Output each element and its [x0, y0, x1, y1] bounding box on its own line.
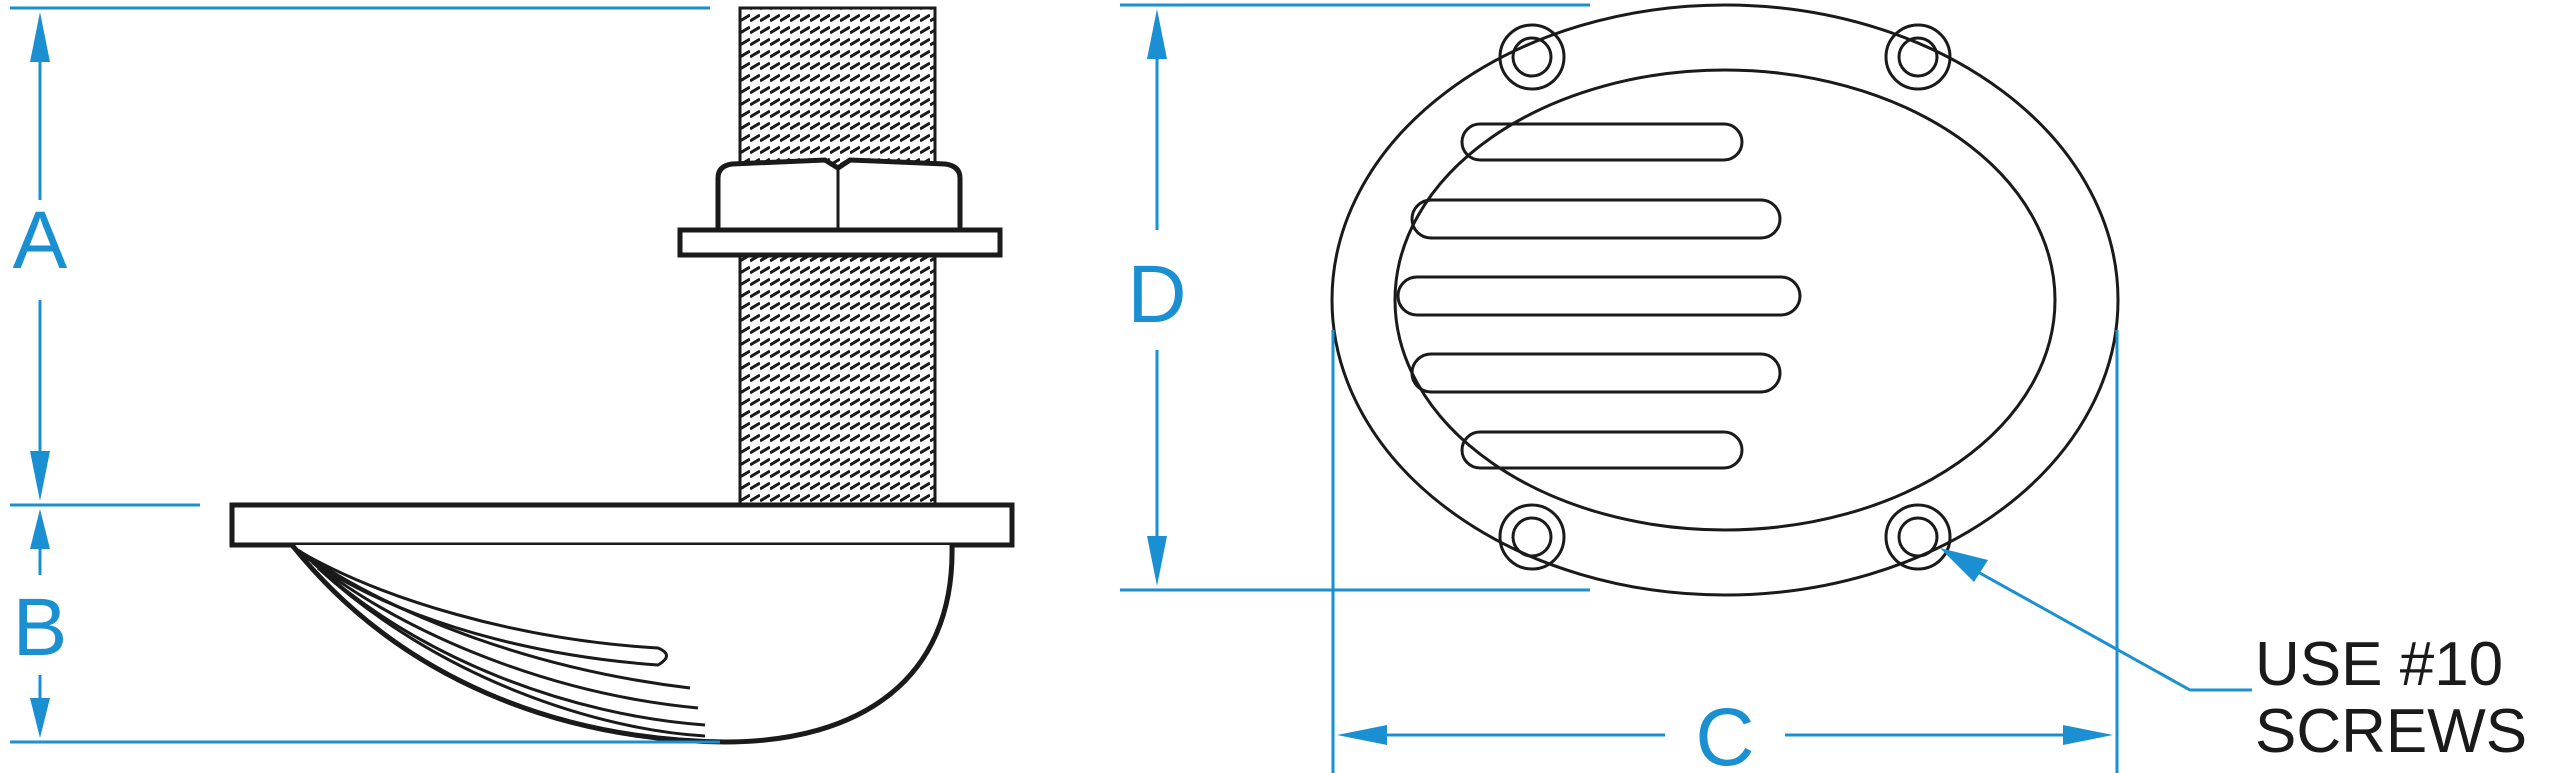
flange-plate: [229, 502, 1015, 548]
side-view: [229, 6, 1015, 745]
dimension-d: D: [1120, 3, 1590, 592]
screw-callout: USE #10 SCREWS: [1940, 548, 2527, 766]
dimension-c-label: C: [1695, 692, 1754, 773]
dimension-d-label: D: [1127, 249, 1186, 340]
screw-hole-top-right: [1884, 23, 1952, 91]
threaded-stem-lower: [738, 253, 937, 507]
dimension-a-label: A: [13, 195, 68, 286]
screw-hole-top-left: [1498, 23, 1566, 91]
scoop-slots: [291, 545, 706, 738]
grille-slots: [1396, 122, 1802, 470]
screw-note-line2: SCREWS: [2255, 697, 2527, 766]
outer-rim: [1330, 3, 2120, 597]
inner-rim: [1393, 68, 2057, 532]
dimension-b-label: B: [13, 582, 68, 673]
screw-hole-bottom-left: [1498, 503, 1566, 571]
screw-hole-bottom-right: [1884, 503, 1952, 571]
screw-note-line1: USE #10: [2255, 630, 2503, 699]
threaded-stem-upper: [738, 6, 937, 170]
dimension-a-b: A B: [10, 6, 720, 744]
dimension-c: C: [1331, 330, 2119, 773]
front-view: [1330, 3, 2120, 597]
washer: [677, 227, 1003, 258]
